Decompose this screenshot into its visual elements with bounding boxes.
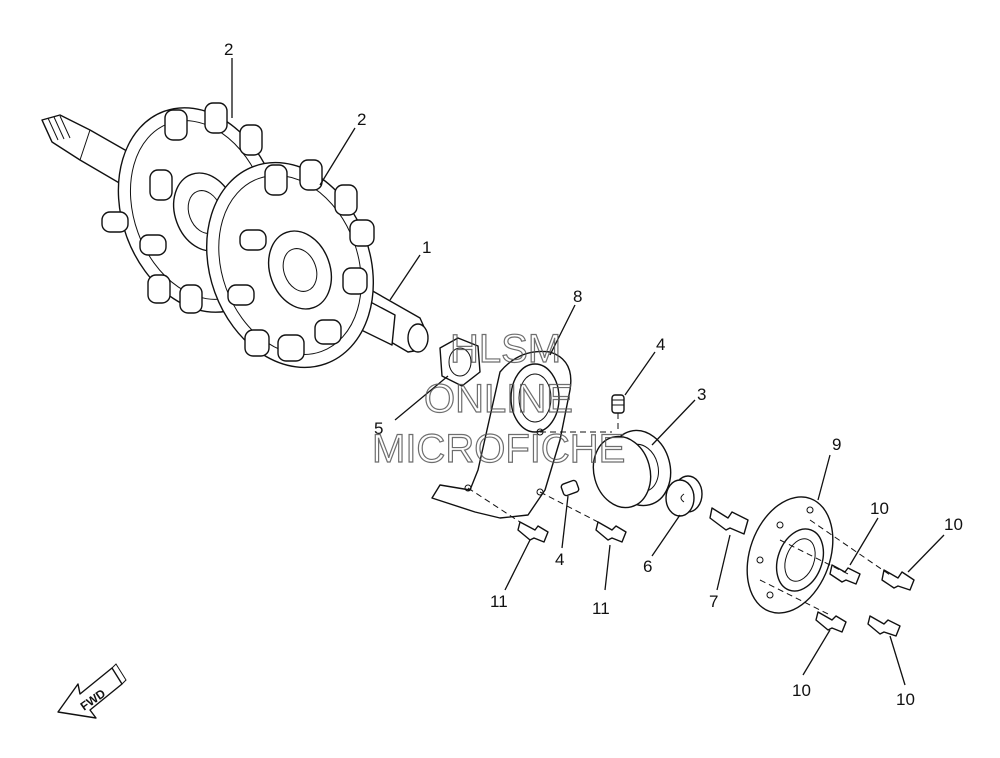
callout-bolt-housing-left: 11 [490, 592, 508, 611]
collar [665, 475, 703, 517]
callout-bolt-cover-br: 10 [896, 690, 915, 709]
callout-collar: 6 [643, 557, 652, 576]
leader-lines [231, 58, 945, 686]
ball-bearing [592, 429, 672, 509]
plug-lower [560, 479, 580, 497]
bolt-cover-1 [829, 564, 861, 585]
watermark-line-3: MICROFICHE [372, 427, 625, 471]
alignment-lines [467, 413, 891, 616]
callout-bolt-cover-tr: 10 [870, 499, 889, 518]
callout-bolt-collar: 7 [709, 592, 718, 611]
callout-shaft: 1 [422, 238, 431, 257]
bolt-cover-4 [867, 615, 901, 637]
bolt-housing-right [595, 521, 627, 543]
callout-nut: 5 [374, 419, 383, 438]
callout-plug-bottom: 4 [555, 550, 564, 569]
callout-bearing: 3 [697, 385, 706, 404]
callout-sprocket-b: 2 [357, 110, 366, 129]
callout-bolt-cover-far: 10 [944, 515, 963, 534]
plug-upper [611, 394, 625, 414]
bolt-housing-left [517, 521, 549, 543]
callout-housing: 8 [573, 287, 582, 306]
bolt-cover-2 [881, 569, 915, 591]
callout-sprocket-a: 2 [224, 40, 233, 59]
bearing-cover [746, 496, 834, 614]
callout-bolt-cover-bl: 10 [792, 681, 811, 700]
bolt-cover-3 [815, 611, 847, 633]
callout-plug-top: 4 [656, 335, 665, 354]
forward-direction-arrow: FWD [57, 663, 127, 719]
watermark-line-1: HLSM [450, 327, 561, 371]
watermark-line-2: ONLINE [424, 377, 573, 421]
callout-cover: 9 [832, 435, 841, 454]
watermark: HLSM ONLINE MICROFICHE [371, 326, 626, 471]
callout-labels: 2 2 1 8 4 3 5 4 6 9 11 11 7 10 10 10 10 [224, 40, 963, 709]
bolt-collar [709, 507, 749, 535]
bearing-housing [431, 350, 572, 519]
lock-nut [439, 337, 481, 387]
callout-bolt-housing-right: 11 [592, 599, 610, 618]
sprocket-wheel-b [205, 159, 375, 369]
